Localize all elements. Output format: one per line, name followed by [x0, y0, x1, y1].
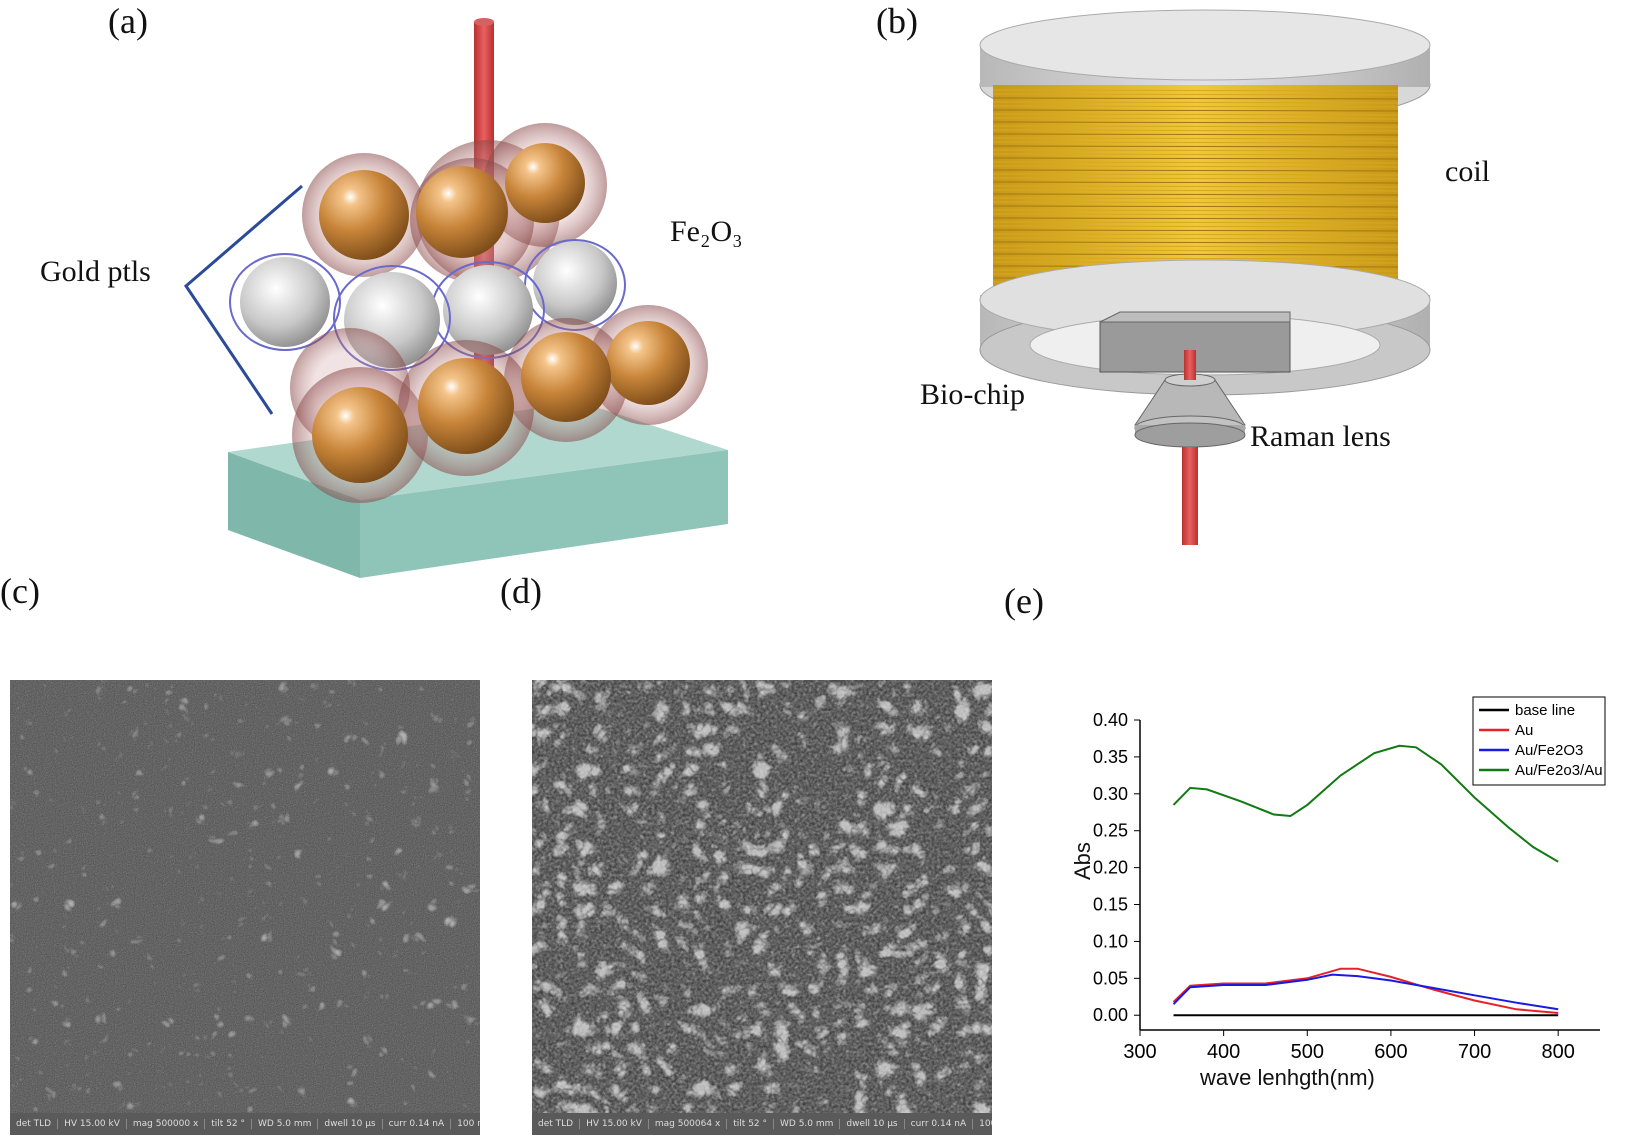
scale-bar-label: 100 nm [979, 1119, 992, 1129]
series-line-2 [1172, 973, 1559, 1011]
y-axis-label: Abs [1070, 842, 1095, 880]
panel-label-d: (d) [500, 571, 542, 611]
info-wd: WD 5.0 mm [774, 1119, 841, 1129]
x-tick-label: 400 [1207, 1041, 1240, 1063]
y-tick-label: 0.40 [1093, 710, 1128, 730]
bio-chip-block [1099, 311, 1291, 373]
panel-label-b: (b) [876, 1, 918, 41]
y-tick-label: 0.00 [1093, 1005, 1128, 1025]
laser-rod-bottom [1182, 447, 1198, 545]
info-curr: curr 0.14 nA [383, 1119, 452, 1129]
fe2o3-label: Fe₂O₃ [670, 215, 743, 248]
bio-chip-label: Bio-chip [920, 378, 1025, 411]
info-mag: mag 500000 x [127, 1119, 206, 1129]
x-tick-label: 500 [1291, 1041, 1324, 1063]
panel-label-c: (c) [0, 571, 40, 611]
info-det: det TLD [532, 1119, 581, 1129]
info-curr: curr 0.14 nA [905, 1119, 974, 1129]
coil-label: coil [1445, 155, 1490, 188]
info-mag: mag 500064 x [649, 1119, 728, 1129]
legend-entry: Au/Fe2O3 [1515, 742, 1583, 759]
gold-particles-bottom [312, 321, 690, 483]
x-axis-label: wave lenhgth(nm) [1200, 1065, 1375, 1090]
series-line-1 [1172, 967, 1559, 1014]
y-tick-label: 0.10 [1093, 931, 1128, 951]
sem-info-bar-c: det TLD HV 15.00 kV mag 500000 x tilt 52… [10, 1113, 480, 1135]
legend-entry: Au/Fe2o3/Au [1515, 762, 1603, 779]
info-dwell: dwell 10 µs [318, 1119, 383, 1129]
series-line-3 [1172, 744, 1559, 863]
raman-lens-label: Raman lens [1250, 420, 1391, 453]
info-wd: WD 5.0 mm [252, 1119, 319, 1129]
sem-info-bar-d: det TLD HV 15.00 kV mag 500064 x tilt 52… [532, 1113, 992, 1135]
scale-bar-label: 100 nm [457, 1119, 480, 1129]
sem-image-c: det TLD HV 15.00 kV mag 500000 x tilt 52… [10, 680, 480, 1135]
laser-rod-top [1184, 350, 1196, 380]
legend-box [1472, 696, 1606, 786]
x-tick-label: 700 [1458, 1041, 1491, 1063]
info-hv: HV 15.00 kV [580, 1119, 649, 1129]
info-hv: HV 15.00 kV [58, 1119, 127, 1129]
x-tick-label: 800 [1541, 1041, 1574, 1063]
gold-particles-top [319, 143, 585, 260]
info-dwell: dwell 10 µs [840, 1119, 905, 1129]
x-tick-label: 300 [1123, 1041, 1156, 1063]
legend-entry: Au [1515, 722, 1533, 739]
y-tick-label: 0.05 [1093, 968, 1128, 988]
y-tick-label: 0.20 [1093, 858, 1128, 878]
y-tick-label: 0.30 [1093, 784, 1128, 804]
y-tick-label: 0.25 [1093, 821, 1128, 841]
gold-particles-label: Gold ptls [40, 255, 151, 288]
raman-lens [1134, 373, 1246, 448]
info-tilt: tilt 52 ° [205, 1119, 253, 1129]
panel-label-e: (e) [1004, 581, 1044, 621]
info-tilt: tilt 52 ° [727, 1119, 775, 1129]
x-tick-label: 600 [1374, 1041, 1407, 1063]
panel-b-coil-device [979, 9, 1431, 545]
panel-label-a: (a) [108, 1, 148, 41]
sem-image-d: det TLD HV 15.00 kV mag 500064 x tilt 52… [532, 680, 992, 1135]
panel-a-schematic [184, 18, 728, 578]
info-det: det TLD [10, 1119, 59, 1129]
bracket-line [184, 184, 303, 415]
legend-entry: base line [1515, 702, 1575, 719]
y-tick-label: 0.35 [1093, 747, 1128, 767]
y-tick-label: 0.15 [1093, 895, 1128, 915]
